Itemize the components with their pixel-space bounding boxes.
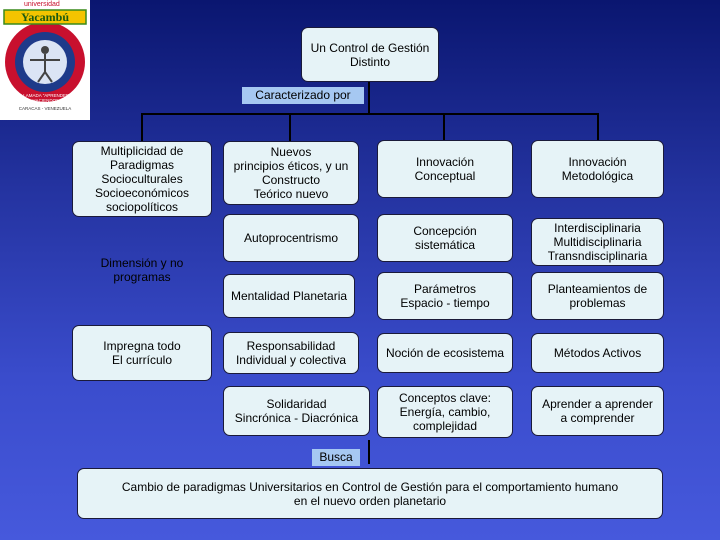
drop-connector-col2 [289, 113, 291, 141]
responsabilidad-box: Responsabilidad Individual y colectiva [223, 332, 359, 374]
metodos-activos-box: Métodos Activos [531, 333, 664, 373]
dimension-label: Dimensión y no programas [100, 256, 184, 284]
logo-emblem-icon [0, 0, 90, 120]
drop-connector-col4 [597, 113, 599, 140]
busca-label: Busca [312, 449, 360, 466]
caracterizado-label: Caracterizado por [242, 87, 364, 104]
solidaridad-box: Solidaridad Sincrónica - Diacrónica [223, 386, 370, 436]
goal-box: Cambio de paradigmas Universitarios en C… [77, 468, 663, 519]
autoprocentrismo-box: Autoprocentrismo [223, 214, 359, 262]
concepcion-box: Concepción sistemática [377, 214, 513, 262]
ecosistema-box: Noción de ecosistema [377, 333, 513, 373]
title-box: Un Control de Gestión Distinto [301, 27, 439, 82]
impregna-box: Impregna todo El currículo [72, 325, 212, 381]
logo-location: CARACAS - VENEZUELA [18, 106, 72, 111]
aprender-box: Aprender a aprender a comprender [531, 386, 664, 436]
logo-motto: LLAMADA "APRENDER HACIENDO" [20, 93, 70, 103]
planteamientos-box: Planteamientos de problemas [531, 272, 664, 320]
innovacion-conceptual-box: Innovación Conceptual [377, 140, 513, 198]
drop-connector-col3 [443, 113, 445, 140]
etica-box: Nuevos principios éticos, y un Construct… [223, 141, 359, 205]
university-logo: universidad Yacambú LLAMADA "APRENDER HA… [0, 0, 90, 120]
logo-name: Yacambú [20, 10, 69, 24]
title-connector [368, 82, 370, 114]
drop-connector-col1 [141, 113, 143, 141]
top-horizontal-connector [141, 113, 598, 115]
interdisciplinaria-box: Interdisciplinaria Multidisciplinaria Tr… [531, 218, 664, 266]
mentalidad-box: Mentalidad Planetaria [223, 274, 355, 318]
innovacion-metodologica-box: Innovación Metodológica [531, 140, 664, 198]
conceptos-clave-box: Conceptos clave: Energía, cambio, comple… [377, 386, 513, 438]
logo-top-text: universidad [24, 1, 60, 8]
multiplicidad-box: Multiplicidad de Paradigmas Sociocultura… [72, 141, 212, 217]
parametros-box: Parámetros Espacio - tiempo [377, 272, 513, 320]
busca-connector [368, 440, 370, 464]
